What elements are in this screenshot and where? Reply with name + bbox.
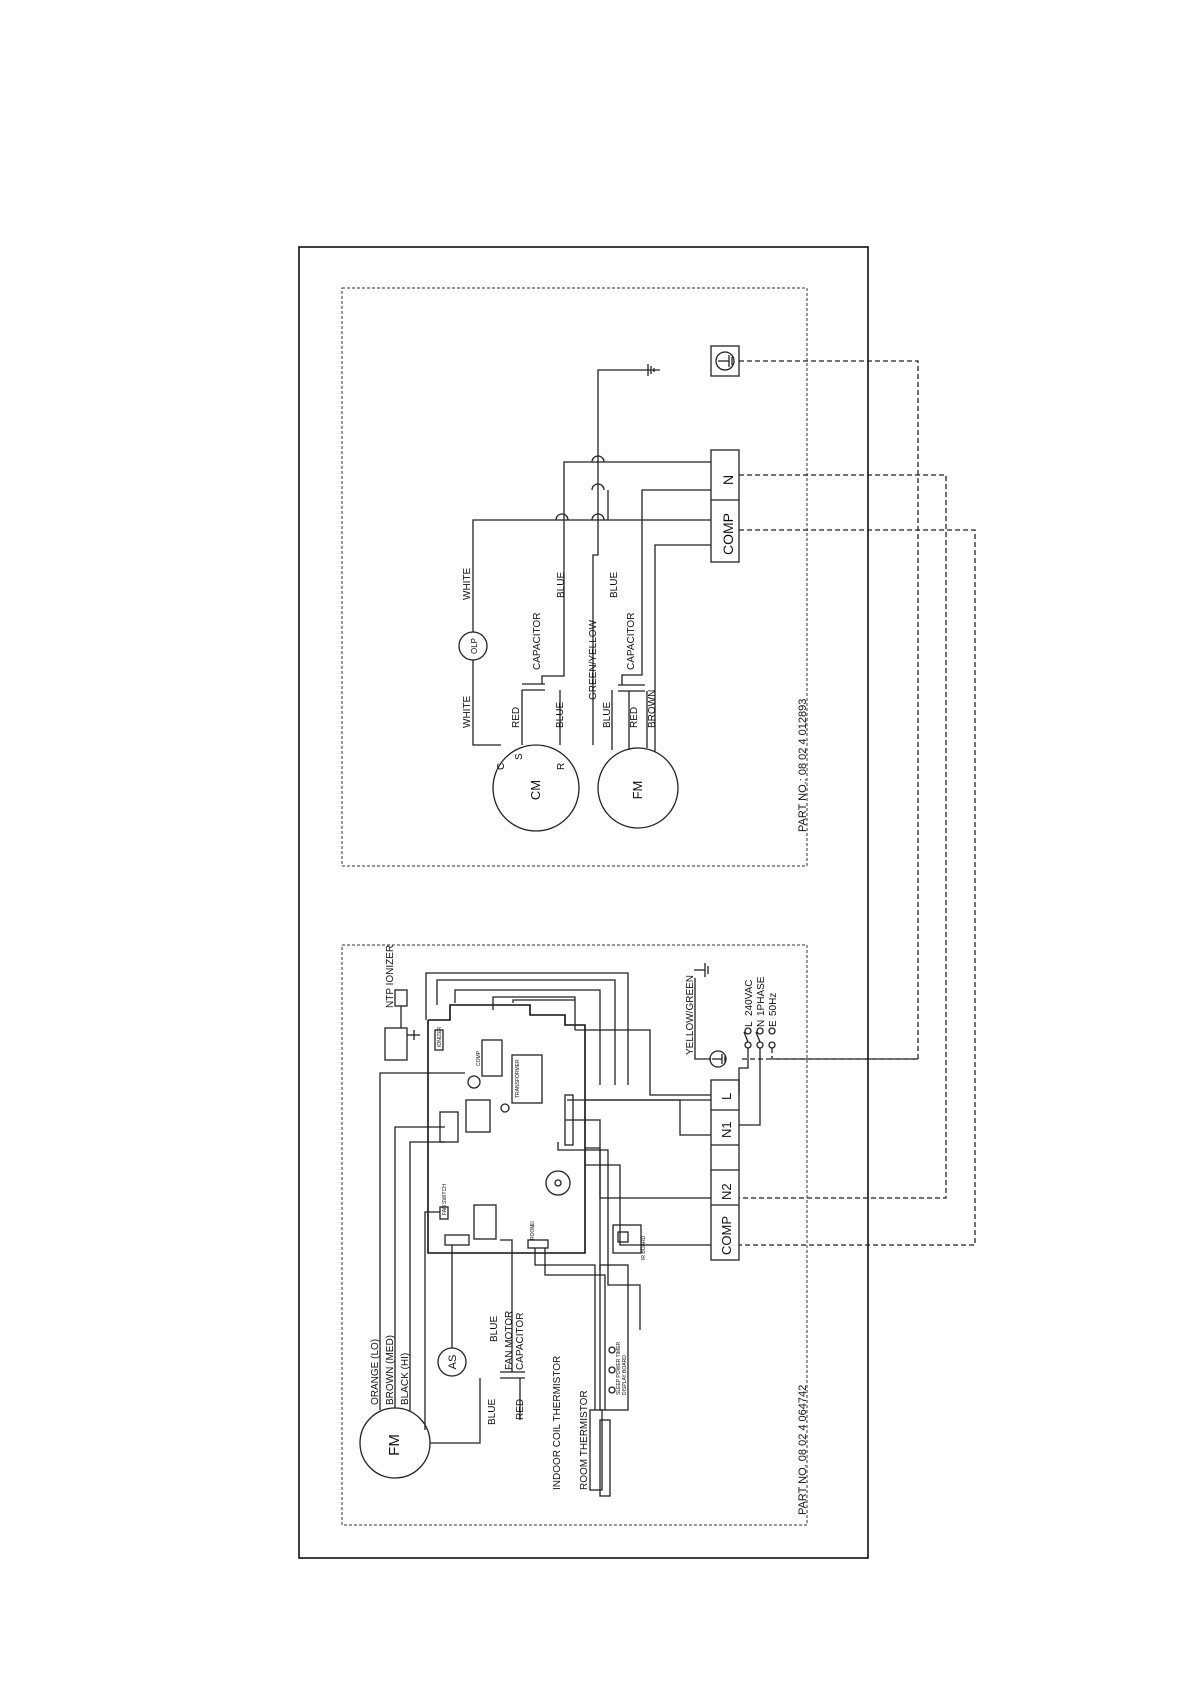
- pcb-component-2: [473, 1204, 497, 1240]
- outdoor-part-number: PART NO.: 08 02 4 012893: [797, 699, 809, 832]
- earth-icon: [715, 351, 735, 371]
- wire-label-brown-fm: BROWN: [647, 690, 658, 728]
- supply-e-label: E: [768, 1020, 779, 1027]
- room-thermistor-label: ROOM THERMISTOR: [579, 1390, 590, 1490]
- wire-label-black: BLACK (HI): [400, 1353, 411, 1405]
- cm-s-label: S: [514, 753, 525, 760]
- indoor-coil-thermistor: [589, 1409, 603, 1491]
- display-board-keys: SLEEP POWER TIMER: [616, 1341, 622, 1395]
- supply-l-label: L: [744, 1021, 755, 1027]
- as-label: AS: [447, 1355, 459, 1370]
- outdoor-unit: CM C S R FM OLP: [458, 345, 809, 832]
- supply-voltage-label: 240VAC: [744, 979, 755, 1016]
- indoor-part-number: PART NO. 08 02 4 064742: [797, 1385, 809, 1515]
- indoor-unit: TRANSFORMER COMP FAN SWITCH ROOM EI IONI…: [359, 945, 809, 1515]
- ntp-ionizer-label: NTP IONIZER: [385, 945, 396, 1008]
- supply-phase-label: 1PHASE: [756, 976, 767, 1016]
- wire-label-white-bottom: WHITE: [462, 695, 473, 728]
- indoor-terminal-n1: N1: [719, 1121, 734, 1138]
- wire-label-red: RED: [515, 1399, 526, 1420]
- ntp-ionizer-head: [394, 989, 408, 1007]
- outdoor-terminal-comp: COMP: [720, 513, 736, 555]
- fan-capacitor-symbol: [618, 684, 645, 692]
- wire-label-brown: BROWN (MED): [385, 1335, 396, 1405]
- pcb-relay-1: [481, 1039, 503, 1077]
- pcb-fan-switch-connector: [439, 1206, 449, 1220]
- fan-motor-capacitor-symbol: [500, 1371, 525, 1379]
- indoor-terminal-comp: COMP: [719, 1216, 734, 1255]
- cm-c-label: C: [496, 763, 507, 770]
- indoor-earth-icon: [709, 1050, 727, 1068]
- compressor-motor-symbol: [492, 744, 580, 832]
- fan-motor-capacitor-label-2: CAPACITOR: [515, 1313, 526, 1370]
- pcb-room-label: ROOM: [530, 1224, 536, 1240]
- supply-switches: [743, 1027, 776, 1049]
- indoor-coil-thermistor-label: INDOOR COIL THERMISTOR: [552, 1356, 563, 1490]
- pcb-transformer: [511, 1054, 543, 1104]
- outdoor-terminal-block: [710, 449, 740, 563]
- indoor-unit-panel: [341, 944, 808, 1526]
- wire-label-capacitor-1: CAPACITOR: [532, 613, 543, 670]
- ntp-ionizer-module: [384, 1027, 408, 1061]
- pcb-coil-label: EI: [530, 1221, 536, 1226]
- wire-label-blue-1: BLUE: [556, 572, 567, 598]
- wire-label-blue-bottom: BLUE: [487, 1399, 498, 1425]
- wire-label-red-fm: RED: [629, 707, 640, 728]
- pcb-ionizer-connector: [434, 1029, 444, 1051]
- indoor-terminal-l: L: [719, 1093, 734, 1100]
- pcb-comp-label: COMP: [476, 1050, 482, 1066]
- wire-label-orange: ORANGE (LO): [370, 1339, 381, 1405]
- pcb-outline: [427, 1004, 586, 1254]
- wire-label-red-cm: RED: [511, 707, 522, 728]
- pcb-relay-2: [465, 1099, 491, 1133]
- outdoor-unit-panel: [341, 287, 808, 867]
- indoor-terminal-n2: N2: [719, 1183, 734, 1200]
- outdoor-terminal-n: N: [720, 475, 736, 485]
- outdoor-fm-label: FM: [630, 781, 645, 800]
- fan-motor-capacitor-label-1: FAN MOTOR: [504, 1311, 515, 1370]
- pcb-sensor-connector: [527, 1239, 549, 1249]
- wire-label-capacitor-2: CAPACITOR: [626, 613, 637, 670]
- pcb-fan-switch-label: FAN SWITCH: [442, 1184, 448, 1215]
- outer-frame: [298, 246, 869, 1559]
- display-board: [599, 1264, 629, 1411]
- pcb-transformer-label: TRANSFORMER: [515, 1059, 521, 1098]
- room-thermistor: [599, 1419, 611, 1497]
- wire-label-yellow-green: YELLOW/GREEN: [685, 975, 696, 1055]
- cm-r-label: R: [556, 763, 567, 770]
- ir-board-label: IR BOARD: [641, 1235, 647, 1260]
- wire-label-green-yellow: GREEN/YELLOW: [588, 619, 599, 700]
- wire-label-blue-2: BLUE: [609, 572, 620, 598]
- supply-n-label: N: [756, 1020, 767, 1027]
- interconnect-wires: [739, 360, 976, 1246]
- pcb-cn-connector: [444, 1234, 470, 1246]
- cm-label: CM: [528, 780, 543, 800]
- wire-label-blue-fm: BLUE: [602, 702, 613, 728]
- outdoor-fan-motor-symbol: [597, 747, 679, 829]
- indoor-fm-label: FM: [386, 1434, 403, 1456]
- pcb-ionizer-label: IONIZER: [437, 1026, 443, 1047]
- pcb-buzzer: [545, 1170, 571, 1196]
- pcb-fuse-1: [467, 1075, 481, 1089]
- wire-label-blue-top: BLUE: [489, 1316, 500, 1342]
- pcb-component-1: [500, 1103, 510, 1113]
- wire-label-blue-cm: BLUE: [555, 702, 566, 728]
- wire-label-white-top: WHITE: [462, 567, 473, 600]
- compressor-capacitor-symbol: [522, 683, 545, 691]
- olp-label: OLP: [470, 638, 479, 654]
- display-board-label: DISPLAY BOARD: [622, 1355, 628, 1395]
- ir-board: [612, 1224, 642, 1254]
- supply-frequency-label: 50Hz: [768, 993, 779, 1016]
